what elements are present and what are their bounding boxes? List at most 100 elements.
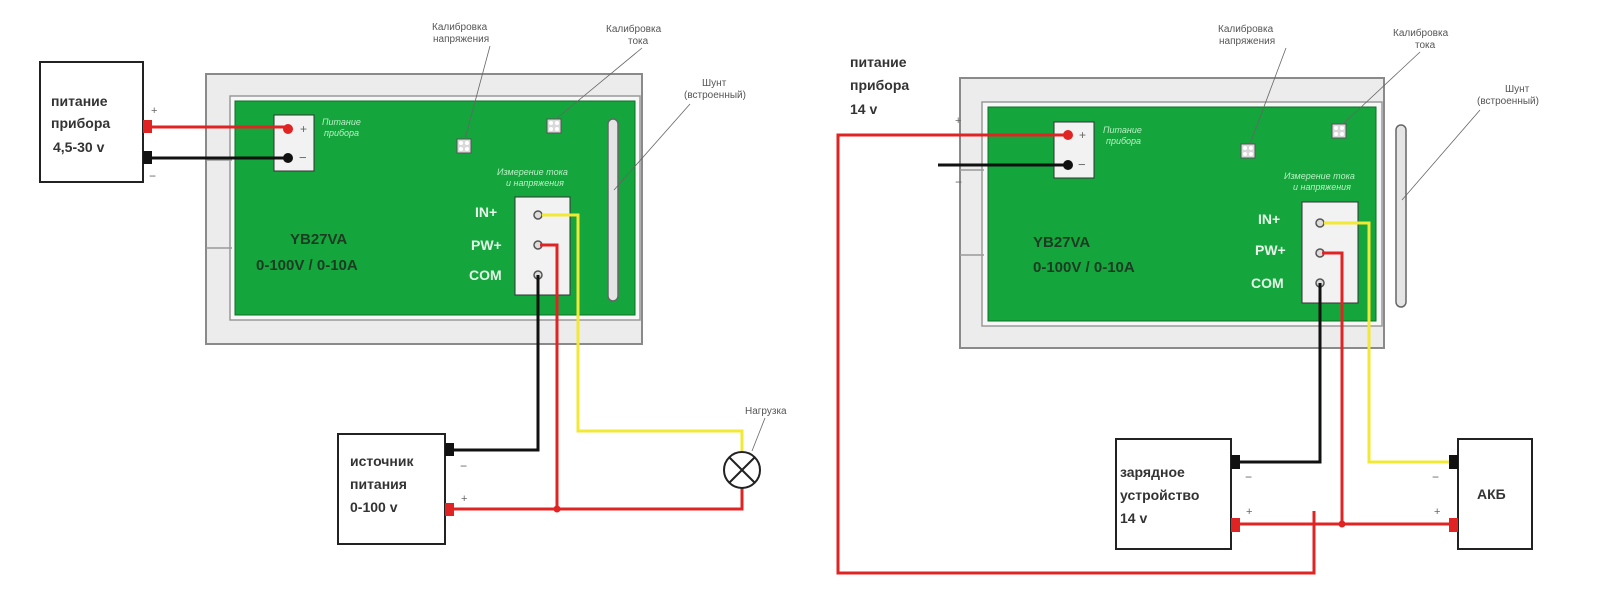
right-current-calibration-label-2: тока [1415, 40, 1436, 51]
right-terminal-label-in: IN+ [1258, 211, 1280, 227]
left-model-name: YB27VA [290, 231, 347, 248]
right-current-calibration-leader [1342, 51, 1421, 125]
right-pw-red-wire [1322, 251, 1344, 524]
right-shunt-label: Шунт [1505, 84, 1530, 95]
left-source-box-line3: 0-100 v [350, 499, 398, 515]
right-terminal-plus-sign: + [1079, 128, 1086, 142]
right-charger-box-line3: 14 v [1120, 510, 1147, 526]
right-charger-box-line1: зарядное [1120, 464, 1185, 480]
right-terminal-label-com: COM [1251, 275, 1284, 291]
left-board-measure-label: Измерение тока [497, 167, 568, 177]
left-terminal-label-pw: PW+ [471, 237, 502, 253]
right-power-red-wire [836, 133, 1316, 575]
right-board-measure-label-2: и напряжения [1293, 182, 1351, 192]
left-wire-junction [553, 505, 561, 513]
left-voltage-calibration-label-2: напряжения [433, 34, 489, 45]
right-charger-box-line2: устройство [1120, 487, 1199, 503]
right-power-minus-sign: − [955, 175, 962, 189]
left-current-calibration-trimmer [546, 118, 562, 134]
left-current-calibration-label-2: тока [628, 36, 649, 47]
left-power-plus-sign: + [151, 105, 157, 117]
right-board-power-label-2: прибора [1106, 136, 1141, 146]
left-power-box-minus-terminal [143, 151, 152, 164]
right-current-calibration-label: Калибровка [1393, 27, 1449, 39]
right-charger-box [1115, 438, 1232, 550]
left-board-power-label: Питание [322, 117, 361, 127]
right-battery-plus-sign: + [1434, 506, 1440, 518]
right-in-yellow-wire [1324, 221, 1449, 464]
left-load-label: Нагрузка [745, 406, 787, 417]
right-voltage-calibration-leader [1249, 47, 1287, 145]
right-model-name: YB27VA [1033, 234, 1090, 251]
left-power-terminal-block [273, 114, 315, 172]
left-power-box-line3: 4,5-30 v [53, 139, 105, 155]
right-shunt-label-2: (встроенный) [1477, 96, 1539, 107]
left-shunt-label-2: (встроенный) [684, 90, 746, 101]
left-voltage-calibration-trimmer [456, 138, 472, 154]
right-power-label-line2: прибора [850, 77, 909, 93]
left-shunt-leader [613, 103, 691, 191]
left-load-lamp-icon [723, 451, 761, 489]
right-battery-minus-sign: − [1432, 470, 1439, 484]
left-current-calibration-label: Калибровка [606, 23, 662, 35]
left-shunt-label: Шунт [702, 78, 727, 89]
left-pw-red-wire [540, 243, 559, 509]
right-board-measure-label: Измерение тока [1284, 171, 1355, 181]
left-source-minus-terminal [445, 443, 454, 456]
right-power-label-line3: 14 v [850, 101, 877, 117]
left-com-black-wire [454, 275, 540, 452]
left-terminal-label-com: COM [469, 267, 502, 283]
right-voltage-calibration-label-2: напряжения [1219, 36, 1275, 47]
right-charger-minus-terminal [1231, 455, 1240, 469]
left-power-minus-sign: − [149, 169, 156, 183]
right-shunt-leader [1401, 109, 1481, 201]
right-model-range: 0-100V / 0-10A [1033, 259, 1135, 276]
right-power-plus-sign: + [955, 115, 961, 127]
left-current-calibration-leader [555, 47, 643, 120]
left-terminal-plus-sign: + [300, 122, 307, 136]
right-current-calibration-trimmer [1331, 123, 1347, 139]
left-power-supply-box [39, 61, 144, 183]
right-charger-plus-terminal [1231, 518, 1240, 532]
right-wire-junction [1338, 520, 1346, 528]
left-in-yellow-wire [542, 213, 744, 452]
left-power-box-line1: питание [51, 93, 108, 109]
left-board-measure-label-2: и напряжения [506, 178, 564, 188]
left-source-box-line1: источник [350, 453, 414, 469]
left-terminal-minus-sign: − [299, 150, 307, 165]
right-shunt [1395, 124, 1407, 308]
right-power-label-line1: питание [850, 54, 907, 70]
left-voltage-calibration-leader [464, 45, 491, 140]
right-diagram: + − Питание прибора Измерение тока и нап… [836, 23, 1539, 575]
right-battery-minus-terminal [1449, 455, 1458, 469]
right-power-terminal-block [1053, 121, 1095, 179]
left-source-box [337, 433, 446, 545]
left-model-range: 0-100V / 0-10A [256, 257, 358, 274]
left-voltage-calibration-label: Калибровка [432, 21, 488, 33]
left-board-power-label-2: прибора [324, 128, 359, 138]
left-terminal-label-in: IN+ [475, 204, 497, 220]
right-voltage-calibration-trimmer [1240, 143, 1256, 159]
right-battery-label: АКБ [1477, 486, 1506, 502]
right-in-terminal [1315, 218, 1325, 228]
left-source-red-wire [454, 488, 744, 511]
right-charger-plus-sign: + [1246, 506, 1252, 518]
left-load-leader [751, 417, 766, 452]
right-battery-plus-terminal [1449, 518, 1458, 532]
right-terminal-label-pw: PW+ [1255, 242, 1286, 258]
left-in-terminal [533, 210, 543, 220]
right-voltage-calibration-label: Калибровка [1218, 23, 1274, 35]
right-battery-box [1457, 438, 1533, 550]
left-shunt [607, 118, 619, 302]
right-board-power-label: Питание [1103, 125, 1142, 135]
left-power-box-plus-terminal [143, 120, 152, 133]
left-power-box-line2: прибора [51, 115, 110, 131]
left-source-plus-terminal [445, 503, 454, 516]
left-source-box-line2: питания [350, 476, 407, 492]
left-diagram: + − Питание прибора Измерение тока и нап… [39, 21, 787, 545]
left-source-plus-sign: + [461, 493, 467, 505]
right-charger-minus-sign: − [1245, 470, 1252, 484]
left-source-minus-sign: − [460, 459, 467, 473]
right-com-black-wire [1240, 283, 1322, 464]
